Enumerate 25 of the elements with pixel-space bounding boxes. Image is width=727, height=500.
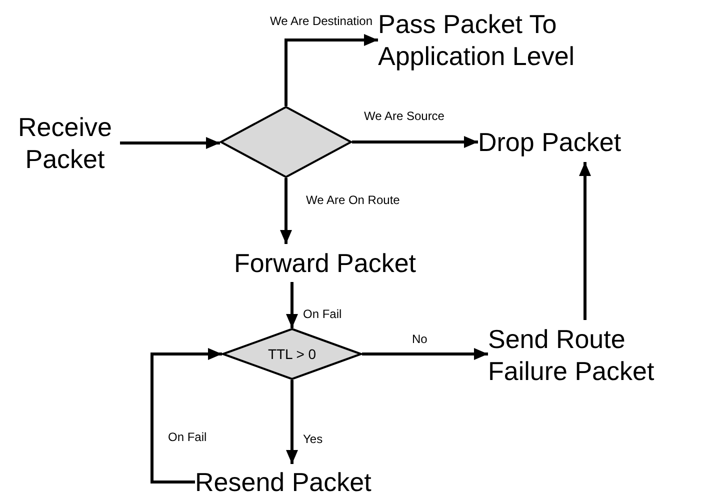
arrow	[286, 380, 298, 464]
edge-label: On Fail	[166, 430, 209, 444]
arrow	[120, 137, 220, 149]
step-text: Pass Packet To Application Level	[378, 6, 610, 74]
edge-label: We Are Source	[362, 109, 446, 123]
arrow	[280, 178, 292, 244]
arrow	[352, 136, 478, 148]
step-text: Resend Packet	[195, 464, 405, 500]
arrow	[284, 34, 378, 106]
step-text: Send Route Failure Packet	[488, 320, 680, 390]
condition-text: TTL > 0	[268, 346, 316, 362]
edge-label: We Are On Route	[304, 193, 402, 207]
arrow	[286, 282, 298, 328]
decision-diamond	[222, 328, 362, 380]
arrow	[579, 162, 591, 320]
arrow	[150, 348, 222, 484]
decision-diamond	[220, 106, 352, 178]
arrow	[362, 348, 488, 360]
step-text: Forward Packet	[218, 244, 432, 282]
edge-label: Yes	[301, 432, 325, 446]
edge-label: On Fail	[301, 307, 344, 321]
edge-label: We Are Destination	[268, 14, 374, 28]
step-text: Receive Packet	[10, 108, 120, 178]
edge-label: No	[410, 332, 430, 346]
step-text: Drop Packet	[478, 122, 668, 162]
